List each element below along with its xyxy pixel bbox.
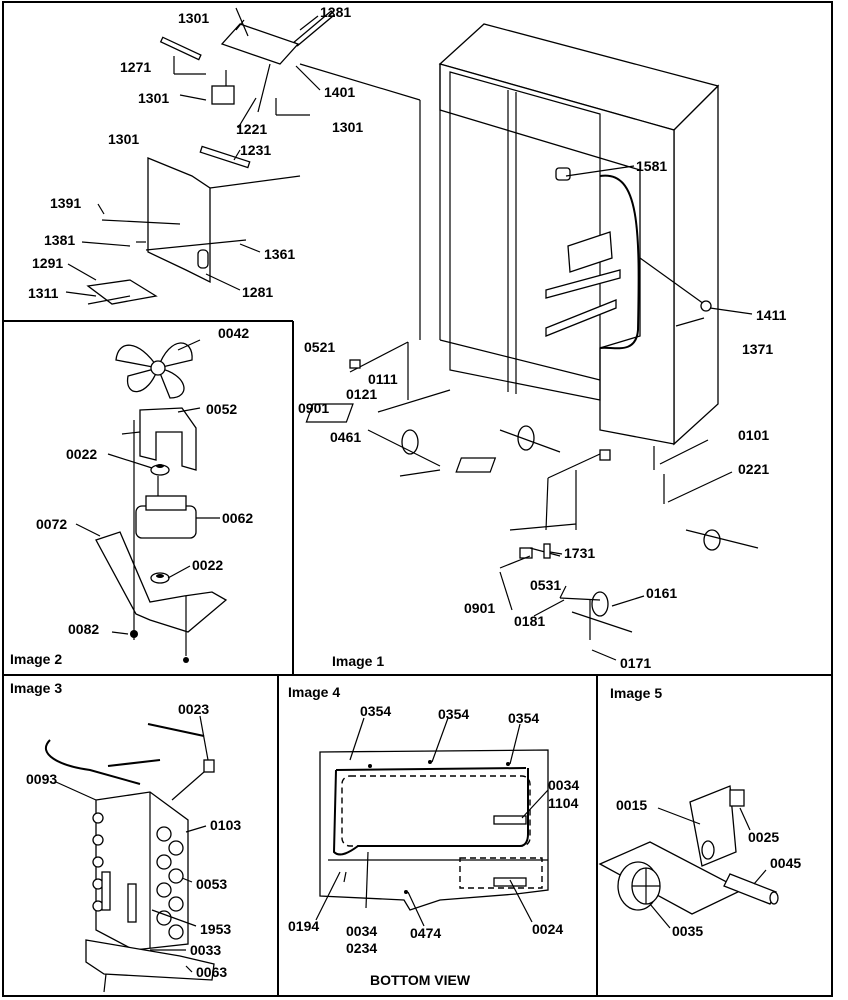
callout-0161: 0161 — [646, 585, 677, 601]
callout-1291: 1291 — [32, 255, 63, 271]
callout-1401: 1401 — [324, 84, 355, 100]
coil-turns — [92, 812, 184, 940]
callout-0181: 0181 — [514, 613, 545, 629]
callout-1221: 1221 — [236, 121, 267, 137]
callout-0035: 0035 — [672, 923, 703, 939]
panel-captions: Image 2 Image 1 Image 3 Image 4 Image 5 … — [10, 651, 662, 988]
callout-0101: 0101 — [738, 427, 769, 443]
callout-0474: 0474 — [410, 925, 441, 941]
callout-0521: 0521 — [304, 339, 335, 355]
callout-0062: 0062 — [222, 510, 253, 526]
callout-0901: 0901 — [464, 600, 495, 616]
callout-0221: 0221 — [738, 461, 769, 477]
callout-1104: 1104 — [548, 795, 579, 811]
callout-0194: 0194 — [288, 918, 319, 934]
callout-1231: 1231 — [240, 142, 271, 158]
callout-1731: 1731 — [564, 545, 595, 561]
panel-frames — [2, 1, 833, 997]
panel-caption-image-3: Image 3 — [10, 680, 62, 696]
panel-caption-image-2: Image 2 — [10, 651, 62, 667]
callout-0025: 0025 — [748, 829, 779, 845]
callout-1301: 1301 — [108, 131, 139, 147]
callout-1281: 1281 — [242, 284, 273, 300]
callout-0354: 0354 — [360, 703, 391, 719]
callout-1381: 1381 — [44, 232, 75, 248]
callout-1391: 1391 — [50, 195, 81, 211]
callout-1581: 1581 — [636, 158, 667, 174]
callout-0901: 0901 — [298, 400, 329, 416]
refrigerator-cabinet — [305, 23, 759, 640]
damper-wheel-assembly — [598, 785, 779, 915]
callout-0022: 0022 — [66, 446, 97, 462]
callout-0053: 0053 — [196, 876, 227, 892]
callout-0022: 0022 — [192, 557, 223, 573]
panel-caption-image-1: Image 1 — [332, 653, 384, 669]
callout-0015: 0015 — [616, 797, 647, 813]
bottom-view-drawing — [319, 749, 549, 911]
callout-0121: 0121 — [346, 386, 377, 402]
callout-0234: 0234 — [346, 940, 377, 956]
callout-1271: 1271 — [120, 59, 151, 75]
callout-1301: 1301 — [138, 90, 169, 106]
callout-0103: 0103 — [210, 817, 241, 833]
callout-0023: 0023 — [178, 701, 209, 717]
callout-0171: 0171 — [620, 655, 651, 671]
callout-1301: 1301 — [332, 119, 363, 135]
callout-0082: 0082 — [68, 621, 99, 637]
leader-lines — [55, 15, 767, 973]
panel-caption-image-4: Image 4 — [288, 684, 340, 700]
callout-0461: 0461 — [330, 429, 361, 445]
callout-0093: 0093 — [26, 771, 57, 787]
callout-0024: 0024 — [532, 921, 563, 937]
callout-1953: 1953 — [200, 921, 231, 937]
callout-1371: 1371 — [742, 341, 773, 357]
callout-1361: 1361 — [264, 246, 295, 262]
callout-0063: 0063 — [196, 964, 227, 980]
callout-0052: 0052 — [206, 401, 237, 417]
callout-1311: 1311 — [28, 285, 59, 301]
callout-0045: 0045 — [770, 855, 801, 871]
evaporator-coil — [44, 723, 215, 993]
callout-0033: 0033 — [190, 942, 221, 958]
callout-labels: 1301 1281 1271 1301 1401 1221 1301 1301 … — [26, 4, 801, 980]
callout-1301: 1301 — [178, 10, 209, 26]
callout-1411: 1411 — [756, 307, 787, 323]
callout-0034: 0034 — [548, 777, 579, 793]
callout-0354: 0354 — [508, 710, 539, 726]
callout-1281: 1281 — [320, 4, 351, 20]
callout-0354: 0354 — [438, 706, 469, 722]
callout-0042: 0042 — [218, 325, 249, 341]
callout-0531: 0531 — [530, 577, 561, 593]
evaporator-fan-bracket-assembly — [86, 7, 421, 340]
panel-caption-image-5: Image 5 — [610, 685, 662, 701]
callout-0034: 0034 — [346, 923, 377, 939]
callout-0072: 0072 — [36, 516, 67, 532]
fan-motor-assembly — [95, 342, 228, 663]
bottom-view-caption: BOTTOM VIEW — [370, 972, 471, 988]
callout-0111: 0111 — [368, 371, 398, 387]
